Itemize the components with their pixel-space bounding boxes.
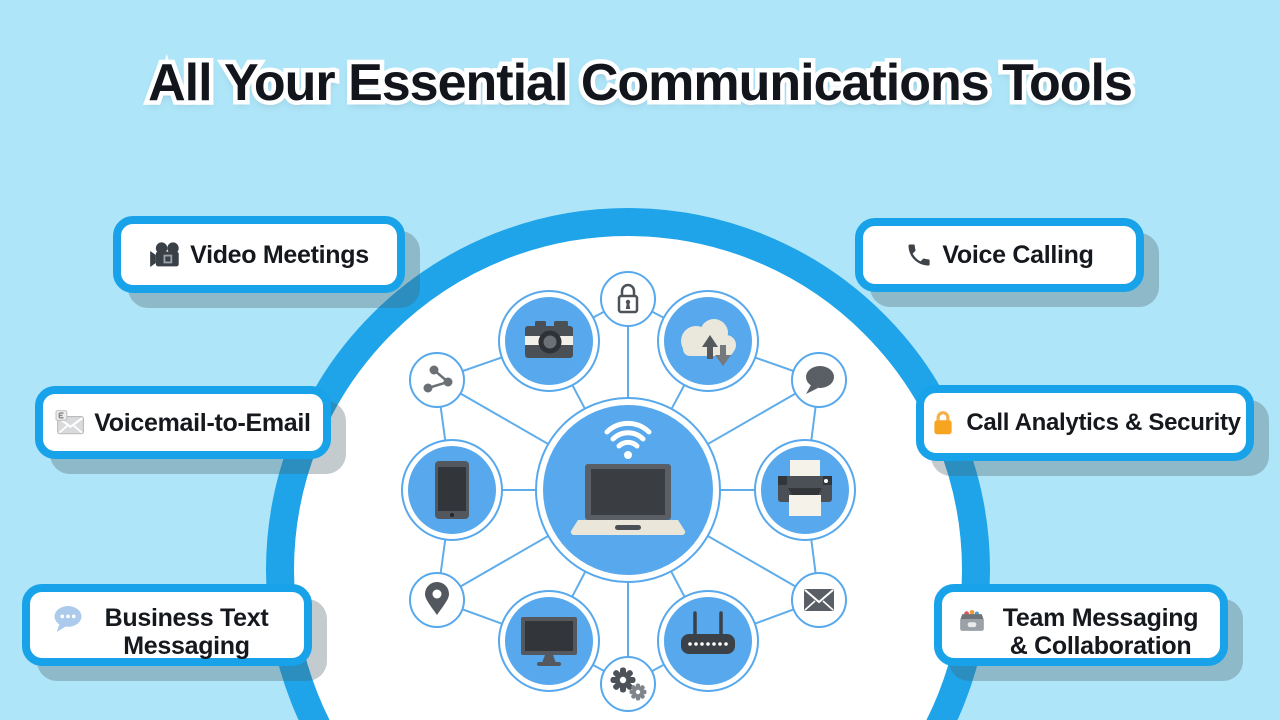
video-meetings-card[interactable]: Video Meetings — [113, 216, 405, 293]
share-icon — [423, 365, 453, 393]
camera-icon — [525, 321, 573, 358]
call-analytics-card[interactable]: Call Analytics & Security — [916, 385, 1254, 461]
call-analytics-label: Call Analytics & Security — [966, 408, 1241, 436]
email-icon — [55, 409, 85, 437]
cloud-sync-node — [657, 290, 759, 392]
card-file-box-icon — [957, 605, 987, 633]
gears-node — [600, 656, 656, 712]
video-meetings-label: Video Meetings — [190, 240, 369, 269]
location-pin-node — [409, 572, 465, 628]
printer-icon — [778, 460, 832, 516]
business-text-label: Business Text Messaging — [104, 604, 269, 660]
tablet-icon — [435, 461, 469, 519]
router-node — [657, 590, 759, 692]
voice-calling-card[interactable]: Voice Calling — [855, 218, 1144, 292]
padlock-node — [600, 271, 656, 327]
team-messaging-label: Team Messaging & Collaboration — [1002, 604, 1199, 660]
mail-envelope-icon — [804, 589, 834, 611]
chat-bubble-icon — [806, 366, 834, 394]
wifi-icon — [604, 420, 652, 459]
share-node — [409, 352, 465, 408]
gears-icon — [610, 667, 647, 701]
voicemail-to-email-card[interactable]: Voicemail-to-Email — [35, 386, 331, 459]
voice-calling-label: Voice Calling — [942, 241, 1094, 269]
team-messaging-card[interactable]: Team Messaging & Collaboration — [934, 584, 1228, 666]
page-title: All Your Essential Communications Tools … — [0, 51, 1280, 114]
laptop-hub-node — [535, 397, 721, 583]
chat-bubble-node — [791, 352, 847, 408]
camera-node — [498, 290, 600, 392]
monitor-icon — [521, 617, 577, 666]
mail-envelope-node — [791, 572, 847, 628]
tablet-node — [401, 439, 503, 541]
phone-handset-icon — [905, 241, 933, 269]
speech-balloon-icon — [53, 605, 83, 633]
router-icon — [681, 611, 735, 654]
page-title-text: All Your Essential Communications Tools — [148, 54, 1133, 112]
orange-lock-icon — [929, 408, 957, 438]
monitor-node — [498, 590, 600, 692]
voicemail-to-email-label: Voicemail-to-Email — [94, 408, 311, 437]
padlock-icon — [617, 283, 639, 314]
location-pin-icon — [425, 582, 449, 615]
business-text-card[interactable]: Business Text Messaging — [22, 584, 312, 666]
laptop-icon — [570, 464, 686, 536]
movie-camera-icon — [149, 240, 181, 270]
page-title-outline: All Your Essential Communications Tools — [144, 51, 1138, 114]
printer-node — [754, 439, 856, 541]
cloud-sync-icon — [681, 319, 736, 366]
